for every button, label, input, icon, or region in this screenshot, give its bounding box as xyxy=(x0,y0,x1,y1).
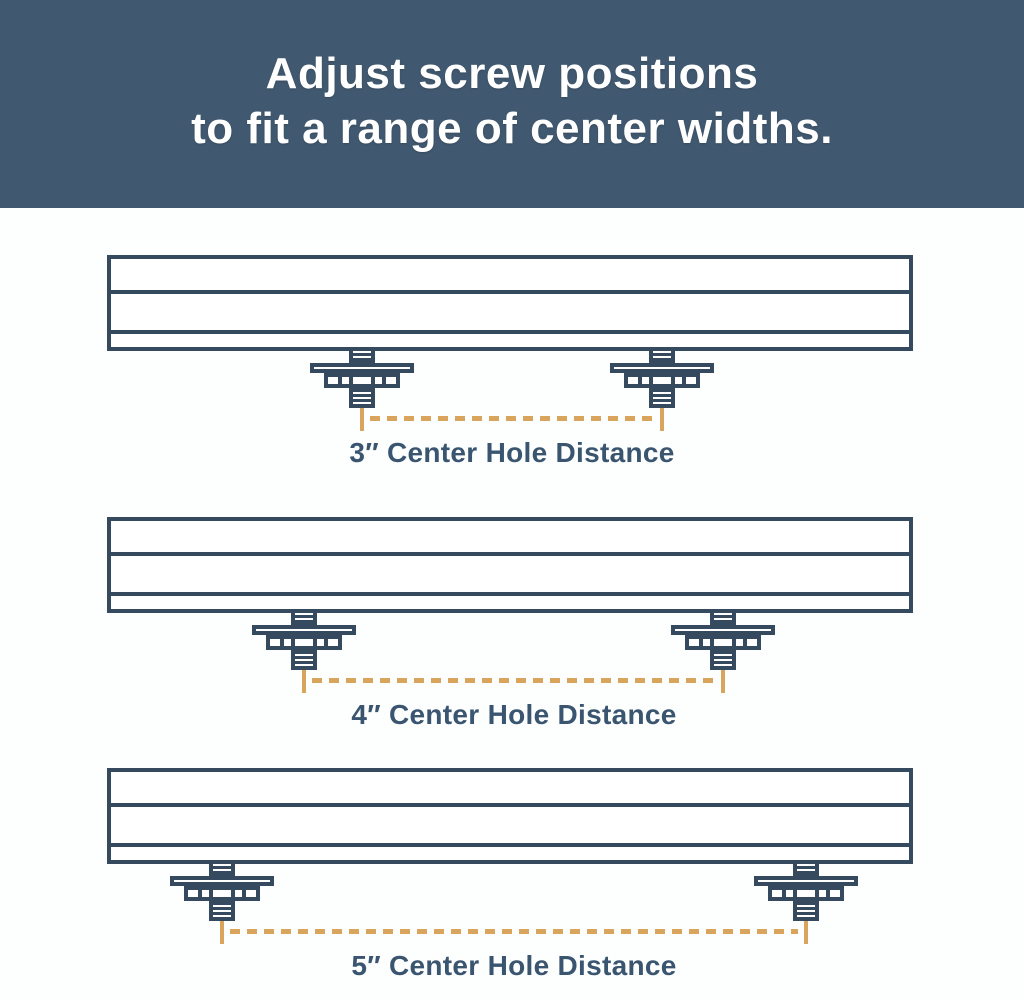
screw-thread-bottom xyxy=(649,388,675,408)
screw-thread-top xyxy=(291,609,317,625)
distance-label: 4″ Center Hole Distance xyxy=(351,699,677,730)
screw-thread-top xyxy=(710,609,736,625)
measure-dashed-line xyxy=(312,678,715,683)
rail-groove-line xyxy=(111,552,909,556)
measure-dashed-line xyxy=(370,416,654,421)
screw-assembly xyxy=(671,609,775,670)
screw-nut xyxy=(266,635,342,650)
rail xyxy=(107,255,913,351)
screw-thread-bottom xyxy=(710,650,736,670)
screw-nut xyxy=(624,373,700,388)
screw-flange xyxy=(170,876,274,886)
screw-flange xyxy=(671,625,775,635)
rail-groove-line xyxy=(111,592,909,596)
screw-nut xyxy=(184,886,260,901)
screw-thread-bottom xyxy=(793,901,819,921)
rail xyxy=(107,768,913,864)
measure-dashed-line xyxy=(230,929,798,934)
rail xyxy=(107,517,913,613)
header-title-line2: to fit a range of center widths. xyxy=(191,104,833,153)
screw-thread-top xyxy=(349,347,375,363)
rail-groove-line xyxy=(111,803,909,807)
screw-thread-top xyxy=(209,860,235,876)
rail-groove-line xyxy=(111,843,909,847)
header-title-line1: Adjust screw positions xyxy=(265,49,759,98)
screw-nut xyxy=(324,373,400,388)
measure-tick-right xyxy=(804,918,808,944)
measure-tick-right xyxy=(660,405,664,431)
header-banner: Adjust screw positions to fit a range of… xyxy=(0,0,1024,208)
screw-assembly xyxy=(252,609,356,670)
screw-thread-top xyxy=(793,860,819,876)
rail-groove-line xyxy=(111,330,909,334)
distance-label: 5″ Center Hole Distance xyxy=(351,950,677,981)
screw-flange xyxy=(252,625,356,635)
measure-tick-left xyxy=(220,918,224,944)
measure-tick-right xyxy=(721,667,725,693)
screw-thread-bottom xyxy=(349,388,375,408)
screw-thread-bottom xyxy=(291,650,317,670)
screw-assembly xyxy=(170,860,274,921)
screw-nut xyxy=(768,886,844,901)
screw-assembly xyxy=(754,860,858,921)
screw-assembly xyxy=(610,347,714,408)
screw-thread-top xyxy=(649,347,675,363)
diagram-3-inch-center-hole: 3″ Center Hole Distance xyxy=(0,255,1024,487)
screw-flange xyxy=(754,876,858,886)
screw-flange xyxy=(310,363,414,373)
diagram-5-inch-center-hole: 5″ Center Hole Distance xyxy=(0,768,1024,1000)
screw-nut xyxy=(685,635,761,650)
diagram-4-inch-center-hole: 4″ Center Hole Distance xyxy=(0,517,1024,749)
rail-groove-line xyxy=(111,290,909,294)
measure-tick-left xyxy=(302,667,306,693)
screw-flange xyxy=(610,363,714,373)
screw-assembly xyxy=(310,347,414,408)
distance-label: 3″ Center Hole Distance xyxy=(349,437,675,468)
measure-tick-left xyxy=(360,405,364,431)
screw-thread-bottom xyxy=(209,901,235,921)
